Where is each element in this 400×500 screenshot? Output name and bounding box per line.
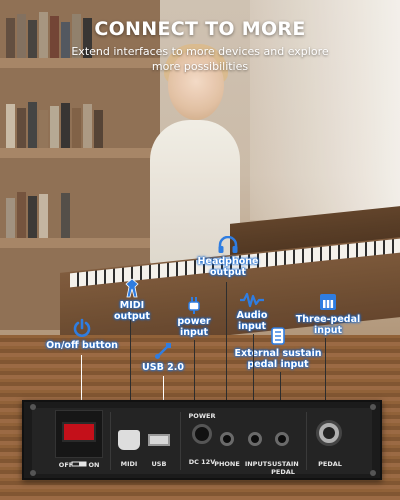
shelf-board bbox=[0, 148, 160, 158]
label-off: OFF bbox=[58, 461, 74, 469]
callout-headphone-label: Headphone output bbox=[197, 256, 259, 278]
leader-line bbox=[325, 338, 326, 412]
panel-divider bbox=[180, 412, 181, 470]
shelf-board bbox=[0, 58, 160, 68]
midi-icon bbox=[125, 278, 139, 298]
callout-three-pedal: Three-pedal input bbox=[290, 292, 366, 336]
screw bbox=[370, 404, 376, 410]
callout-onoff: On/off button bbox=[42, 318, 122, 351]
callout-audio-label: Audio input bbox=[236, 310, 268, 332]
callout-audio: Audio input bbox=[230, 292, 274, 332]
callout-sustain: External sustain pedal input bbox=[232, 326, 324, 370]
label-sustain-pedal: SUSTAIN PEDAL bbox=[267, 460, 299, 476]
label-input: INPUT bbox=[244, 460, 268, 468]
audio-input-jack[interactable] bbox=[248, 432, 262, 446]
label-phone: PHONE bbox=[214, 460, 240, 468]
power-jack[interactable] bbox=[192, 424, 212, 444]
label-pedal: PEDAL bbox=[318, 460, 342, 468]
callout-usb: USB 2.0 bbox=[140, 342, 186, 373]
headphone-icon bbox=[218, 236, 238, 253]
callout-usb-label: USB 2.0 bbox=[142, 362, 184, 373]
callout-midi: MIDI output bbox=[104, 278, 160, 322]
label-power: POWER bbox=[188, 412, 216, 420]
book-row bbox=[6, 10, 151, 58]
screw bbox=[370, 470, 376, 476]
sustain-pedal-jack[interactable] bbox=[275, 432, 289, 446]
book-row bbox=[6, 190, 151, 238]
screw bbox=[30, 404, 36, 410]
callout-onoff-label: On/off button bbox=[46, 340, 118, 351]
switch-indicator-icon bbox=[71, 461, 87, 467]
leader-line bbox=[163, 376, 164, 412]
headline: CONNECT TO MORE bbox=[94, 18, 306, 40]
leader-line bbox=[194, 340, 195, 412]
leader-line bbox=[81, 355, 82, 410]
power-switch[interactable] bbox=[62, 422, 96, 442]
leader-line bbox=[226, 282, 227, 412]
usb-port[interactable] bbox=[148, 434, 170, 446]
audio-wave-icon bbox=[240, 292, 264, 308]
midi-port[interactable] bbox=[118, 430, 140, 450]
callout-power-label: power input bbox=[177, 316, 211, 338]
book-row bbox=[6, 100, 151, 148]
label-usb: USB bbox=[151, 460, 167, 468]
subheadline: Extend interfaces to more devices and ex… bbox=[71, 45, 329, 73]
callout-three-pedal-label: Three-pedal input bbox=[295, 314, 361, 336]
phone-jack[interactable] bbox=[220, 432, 234, 446]
leader-line bbox=[253, 334, 254, 412]
shelf-board bbox=[0, 238, 160, 248]
callout-midi-label: MIDI output bbox=[114, 300, 150, 322]
label-on: ON bbox=[88, 461, 100, 469]
leader-line bbox=[130, 320, 131, 412]
sustain-pedal-icon bbox=[271, 327, 285, 345]
power-plug-icon bbox=[188, 297, 200, 314]
callout-sustain-label: External sustain pedal input bbox=[234, 348, 322, 370]
panel-divider bbox=[110, 412, 111, 470]
callout-power: power input bbox=[168, 296, 220, 338]
person-body bbox=[150, 120, 240, 270]
pedal-port-pins bbox=[323, 427, 335, 439]
label-midi: MIDI bbox=[120, 460, 138, 468]
screw bbox=[30, 470, 36, 476]
three-pedal-icon bbox=[320, 294, 336, 310]
power-button-icon bbox=[73, 318, 91, 337]
usb-icon bbox=[155, 343, 171, 359]
window-light bbox=[250, 0, 400, 220]
panel-divider bbox=[306, 412, 307, 470]
label-power-rating: DC 12V bbox=[188, 458, 216, 466]
leader-line bbox=[280, 372, 281, 412]
callout-headphone: Headphone output bbox=[188, 236, 268, 278]
person-head bbox=[168, 50, 224, 120]
